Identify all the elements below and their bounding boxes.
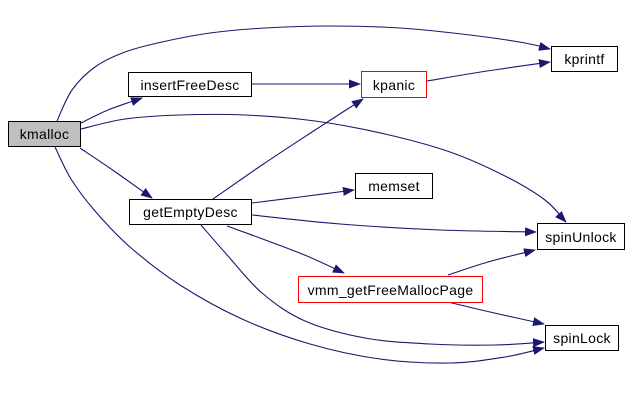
edge-kmalloc-to-spinUnlock <box>80 113 567 223</box>
edge-kmalloc-to-kprintf <box>56 25 551 122</box>
node-kprintf[interactable]: kprintf <box>551 46 618 72</box>
node-label: spinUnlock <box>545 228 617 245</box>
node-getEmptyDesc[interactable]: getEmptyDesc <box>129 199 252 225</box>
node-kmalloc: kmalloc <box>8 121 81 147</box>
node-label: kmalloc <box>19 126 70 142</box>
node-label: vmm_getFreeMallocPage <box>307 281 474 298</box>
node-label: spinLock <box>553 330 611 346</box>
edge-getEmptyDesc-to-vmm_getFreeMallocPage <box>226 225 345 274</box>
node-label: insertFreeDesc <box>140 76 240 93</box>
edge-getEmptyDesc-to-spinUnlock <box>251 214 537 237</box>
node-kpanic[interactable]: kpanic <box>361 71 427 98</box>
edge-kmalloc-to-spinLock <box>54 146 545 364</box>
node-label: getEmptyDesc <box>143 204 238 220</box>
edge-vmm_getFreeMallocPage-to-spinLock <box>447 301 545 327</box>
edge-getEmptyDesc-to-kpanic <box>212 98 364 200</box>
node-label: memset <box>368 178 420 194</box>
edge-kmalloc-to-getEmptyDesc <box>79 147 153 199</box>
node-spinLock[interactable]: spinLock <box>545 325 619 351</box>
edge-kpanic-to-kprintf <box>426 59 551 82</box>
node-label: kprintf <box>564 51 605 67</box>
edge-kmalloc-to-insertFreeDesc <box>80 97 143 124</box>
node-insertFreeDesc[interactable]: insertFreeDesc <box>128 72 252 97</box>
node-spinUnlock[interactable]: spinUnlock <box>537 223 625 250</box>
node-memset[interactable]: memset <box>355 173 433 199</box>
node-vmm_getFreeMallocPage[interactable]: vmm_getFreeMallocPage <box>298 276 483 303</box>
edge-getEmptyDesc-to-memset <box>251 186 355 204</box>
edge-getEmptyDesc-to-spinLock <box>200 224 545 348</box>
node-label: kpanic <box>372 76 416 93</box>
edge-vmm_getFreeMallocPage-to-spinUnlock <box>447 248 536 276</box>
